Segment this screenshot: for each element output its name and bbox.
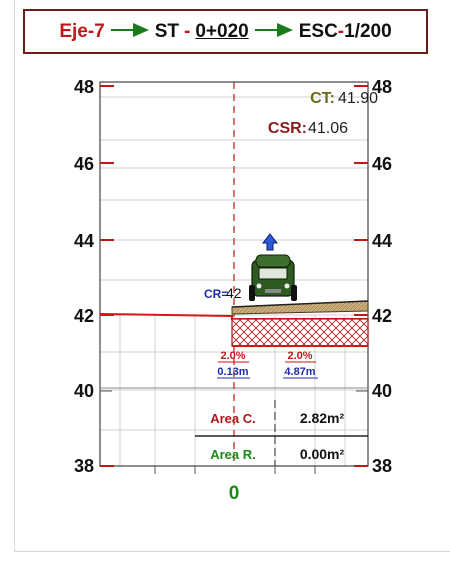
- station-value: 0+020: [195, 20, 249, 42]
- axis-ticks: [100, 85, 368, 467]
- scale-prefix: ESC: [298, 20, 338, 42]
- elev-tick-label: 44: [74, 231, 94, 251]
- pavement-layer: [231, 300, 369, 315]
- slope-width-left: 0.13m: [217, 366, 248, 378]
- area-cut-label: Area C.: [210, 411, 256, 426]
- elev-tick-label: 40: [372, 381, 392, 401]
- cr-value: 42: [226, 285, 242, 301]
- elev-tick-label: 38: [372, 456, 392, 476]
- st-dash: -: [184, 20, 191, 42]
- elev-tick-label: 40: [74, 381, 94, 401]
- scale-dash: -: [337, 20, 345, 42]
- ct-value: 41.90: [338, 90, 378, 107]
- road-surface: [231, 300, 369, 308]
- axis-label: Eje-7: [59, 20, 105, 42]
- area-cut-value: 2.82m²: [300, 410, 345, 426]
- area-table: Area C. 2.82m² Area R. 0.00m²: [195, 400, 368, 466]
- csr-value: 41.06: [308, 120, 348, 137]
- st-label: ST: [154, 20, 180, 42]
- elev-tick-label: 42: [372, 306, 392, 326]
- area-fill-label: Area R.: [210, 447, 256, 462]
- ct-label: CT:: [310, 90, 335, 107]
- slope-grade-left: 2.0%: [220, 350, 245, 362]
- scale-value: 1/200: [344, 20, 392, 42]
- csr-label: CSR:: [268, 120, 307, 137]
- elev-tick-label: 38: [74, 456, 94, 476]
- slope-width-right: 4.87m: [284, 366, 315, 378]
- area-fill-value: 0.00m²: [300, 446, 345, 462]
- elev-tick-label: 48: [74, 77, 94, 97]
- cut-area: [231, 318, 369, 347]
- arrow-right-icon: [110, 20, 149, 42]
- section-panel: [14, 0, 450, 552]
- slope-grade-right: 2.0%: [287, 350, 312, 362]
- section-header: Eje-7 ST - 0+020 ESC-1/200: [23, 9, 428, 54]
- arrow-right-icon: [254, 20, 293, 42]
- elev-tick-label: 46: [372, 154, 392, 174]
- cr-label: CR=: [204, 287, 228, 301]
- elev-tick-label: 48: [372, 77, 392, 97]
- offset-zero-label: 0: [229, 483, 240, 504]
- car-icon: [249, 233, 297, 301]
- elev-tick-label: 46: [74, 154, 94, 174]
- elev-tick-label: 42: [74, 306, 94, 326]
- elev-tick-label: 44: [372, 231, 392, 251]
- axis-ticks-minor: [100, 390, 368, 474]
